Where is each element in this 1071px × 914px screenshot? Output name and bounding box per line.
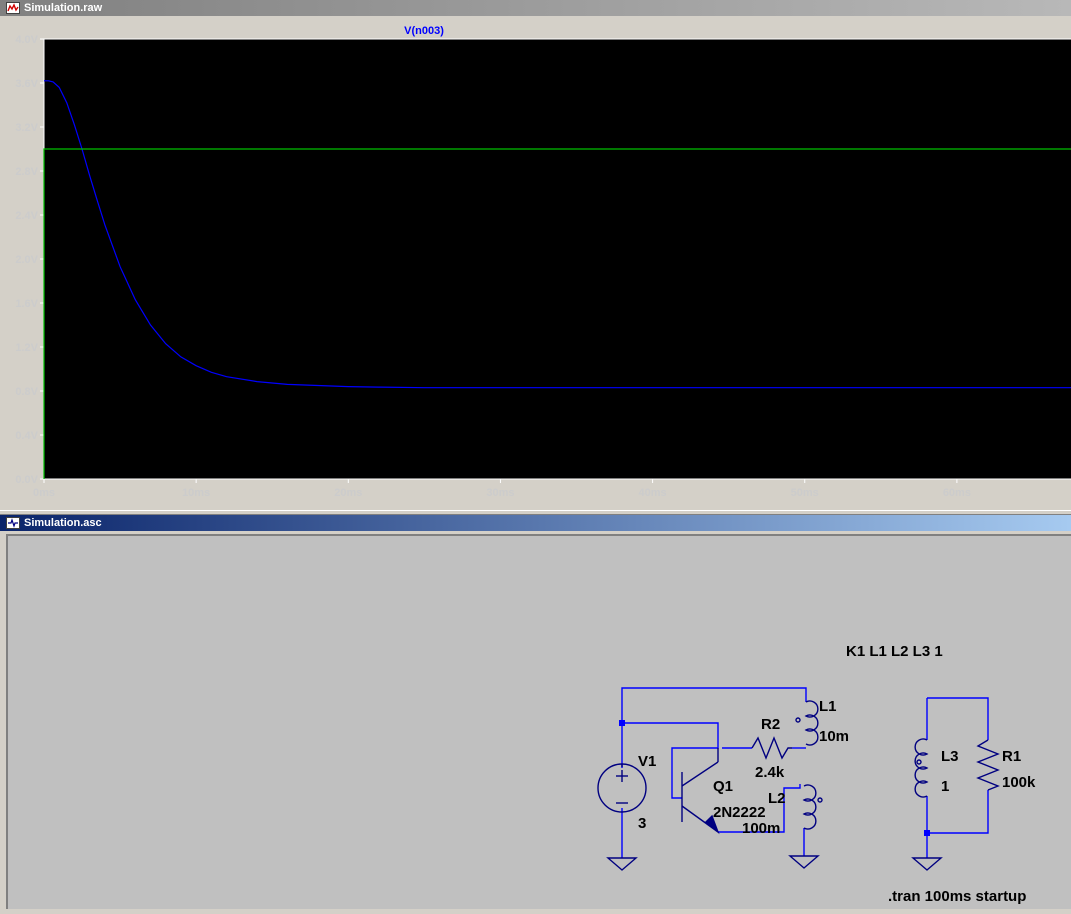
- x-tick-label: 50ms: [791, 487, 819, 499]
- y-tick-label: 2.0V: [15, 254, 38, 266]
- waveform-plot[interactable]: 0.0V 0.4V 0.8V 1.2V 1.6V 2.0V 2.4V 2.8V 3.2V 3.6V…: [0, 16, 1071, 512]
- schematic-file-icon: [6, 517, 20, 529]
- component-name-l1: L1: [819, 698, 837, 715]
- resistor-r2[interactable]: [751, 736, 792, 760]
- waveform-titlebar[interactable]: Simulation.raw: [0, 0, 1071, 16]
- x-tick-label: 0ms: [33, 487, 55, 499]
- transistor-q1[interactable]: [681, 748, 720, 835]
- component-value-q1: 2N2222: [713, 804, 766, 821]
- x-tick-label: 30ms: [486, 487, 514, 499]
- ground-icon: [788, 855, 820, 869]
- y-tick-label: 2.8V: [15, 166, 38, 178]
- component-name-r2: R2: [761, 716, 780, 733]
- schematic-canvas[interactable]: K1 L1 L2 L3 1 .tran 100ms startup V1 3 Q…: [6, 534, 1071, 909]
- waveform-window-title: Simulation.raw: [24, 2, 103, 14]
- wire[interactable]: [621, 687, 989, 858]
- y-tick-label: 3.6V: [15, 78, 38, 90]
- plot-background[interactable]: [44, 39, 1071, 479]
- ground-icon: [606, 857, 638, 871]
- component-name-l3: L3: [941, 748, 959, 765]
- schematic-window-title: Simulation.asc: [24, 517, 102, 529]
- resistor-r1[interactable]: [976, 739, 1000, 791]
- x-tick-label: 20ms: [334, 487, 362, 499]
- component-name-q1: Q1: [713, 778, 733, 795]
- y-tick-label: 2.4V: [15, 210, 38, 222]
- y-tick-label: 1.6V: [15, 298, 38, 310]
- y-tick-label: 1.2V: [15, 342, 38, 354]
- x-tick-label: 10ms: [182, 487, 210, 499]
- schematic-drawing[interactable]: K1 L1 L2 L3 1 .tran 100ms startup V1 3 Q…: [8, 536, 1071, 909]
- window-splitter[interactable]: [0, 510, 1071, 515]
- waveform-window[interactable]: Simulation.raw 0.0V 0.4V 0.8V 1.2V 1.6V 2.0V 2…: [0, 0, 1071, 512]
- inductor-l2[interactable]: [802, 784, 823, 830]
- schematic-window[interactable]: Simulation.asc: [0, 515, 1071, 909]
- y-tick-label: 0.8V: [15, 386, 38, 398]
- ground-icon: [911, 857, 943, 871]
- x-tick-label: 40ms: [639, 487, 667, 499]
- component-name-r1: R1: [1002, 748, 1021, 765]
- component-value-r1: 100k: [1002, 774, 1036, 791]
- y-tick-label: 3.2V: [15, 122, 38, 134]
- coupling-directive[interactable]: K1 L1 L2 L3 1: [846, 643, 943, 660]
- x-tick-label: 60ms: [943, 487, 971, 499]
- waveform-file-icon: [6, 2, 20, 14]
- component-name-l2: L2: [768, 790, 786, 807]
- component-value-r2: 2.4k: [755, 764, 785, 781]
- schematic-titlebar[interactable]: Simulation.asc: [0, 515, 1071, 531]
- waveform-plot-area[interactable]: 0.0V 0.4V 0.8V 1.2V 1.6V 2.0V 2.4V 2.8V 3.2V 3.6V…: [0, 16, 1071, 512]
- junction-dot: [619, 720, 625, 726]
- trace-label-vn003[interactable]: V(n003): [404, 25, 444, 37]
- component-value-l2: 100m: [742, 820, 780, 837]
- y-tick-label: 4.0V: [15, 34, 38, 46]
- startup-step-line[interactable]: [43, 148, 1071, 479]
- component-value-l1: 10m: [819, 728, 849, 745]
- y-tick-label: 0.0V: [15, 474, 38, 486]
- component-name-v1: V1: [638, 753, 656, 770]
- inductor-l1[interactable]: [795, 700, 819, 746]
- component-value-v1: 3: [638, 815, 646, 832]
- junction-dot: [924, 830, 930, 836]
- y-tick-label: 0.4V: [15, 430, 38, 442]
- tran-directive[interactable]: .tran 100ms startup: [888, 888, 1026, 905]
- inductor-l3[interactable]: [914, 738, 929, 798]
- voltage-source-v1[interactable]: [597, 763, 647, 813]
- trace-vn003-line[interactable]: [44, 80, 1071, 389]
- component-value-l3: 1: [941, 778, 949, 795]
